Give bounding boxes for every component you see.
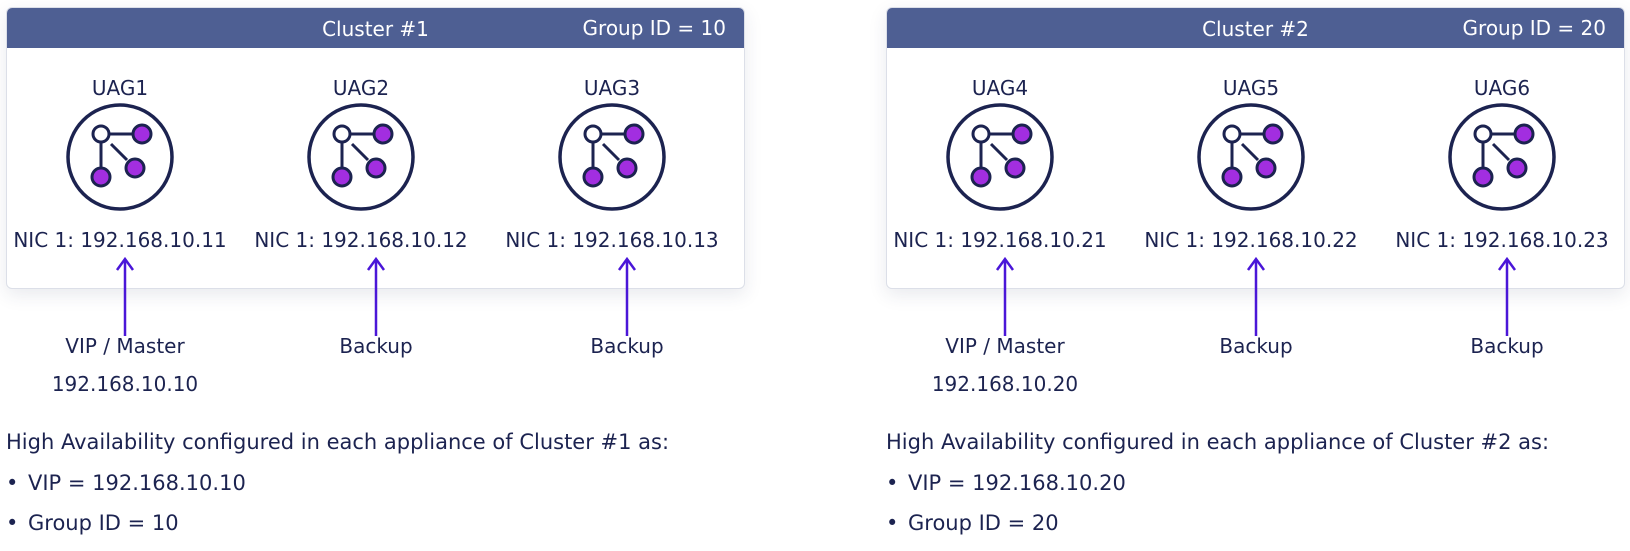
bullet-dot-icon: • [6, 471, 19, 495]
node-uag5: UAG5 NIC 1: 192.168.10.22 [1131, 40, 1371, 270]
node-uag2: UAG2 NIC 1: 192.168.10.12 [241, 40, 481, 270]
node-name: UAG5 [1222, 76, 1280, 100]
arrow-up-icon [115, 256, 135, 336]
cluster-2-title: Cluster #2 [1202, 17, 1309, 41]
cluster-2-header: Cluster #2 Group ID = 20 [887, 8, 1624, 48]
ha-bullet-text: VIP = 192.168.10.20 [908, 471, 1126, 495]
arrow-up-icon [1246, 256, 1266, 336]
node-nic-address: NIC 1: 192.168.10.11 [13, 228, 227, 252]
node-role-label: VIP / Master [945, 334, 1065, 358]
node-name: UAG4 [971, 76, 1029, 100]
vip-address: 192.168.10.10 [51, 372, 199, 396]
cluster-2-section: Cluster #2 Group ID = 20 UAG4 NIC 1: 192… [880, 0, 1630, 551]
node-role-label: VIP / Master [65, 334, 185, 358]
node-nic-address: NIC 1: 192.168.10.13 [505, 228, 719, 252]
node-nic-address: NIC 1: 192.168.10.12 [254, 228, 468, 252]
cluster-node-icon [1448, 103, 1556, 211]
node-nic-address: NIC 1: 192.168.10.21 [893, 228, 1107, 252]
ha-bullet-item: • VIP = 192.168.10.10 [6, 471, 246, 495]
node-name: UAG6 [1473, 76, 1531, 100]
cluster-node-icon [66, 103, 174, 211]
ha-bullet-text: VIP = 192.168.10.10 [28, 471, 246, 495]
bullet-dot-icon: • [6, 511, 19, 535]
cluster-1-title: Cluster #1 [322, 17, 429, 41]
arrow-up-icon [995, 256, 1015, 336]
cluster-node-icon [946, 103, 1054, 211]
node-uag3: UAG3 NIC 1: 192.168.10.13 [492, 40, 732, 270]
cluster-1-section: Cluster #1 Group ID = 10 UAG1 NIC 1: 192… [0, 0, 760, 551]
node-uag1: UAG1 NIC 1: 192.168.10.11 [0, 40, 240, 270]
node-uag6: UAG6 NIC 1: 192.168.10.23 [1382, 40, 1622, 270]
node-role-label: Backup [339, 334, 413, 358]
cluster-1-header: Cluster #1 Group ID = 10 [7, 8, 744, 48]
node-nic-address: NIC 1: 192.168.10.23 [1395, 228, 1609, 252]
cluster-1-group-id: Group ID = 10 [582, 16, 726, 40]
node-role-label: Backup [590, 334, 664, 358]
ha-bullet-item: • VIP = 192.168.10.20 [886, 471, 1126, 495]
node-nic-address: NIC 1: 192.168.10.22 [1144, 228, 1358, 252]
node-name: UAG3 [583, 76, 641, 100]
bullet-dot-icon: • [886, 511, 899, 535]
ha-bullet-text: Group ID = 20 [908, 511, 1059, 535]
node-role-label: Backup [1470, 334, 1544, 358]
ha-bullet-text: Group ID = 10 [28, 511, 179, 535]
arrow-up-icon [1497, 256, 1517, 336]
cluster-node-icon [1197, 103, 1305, 211]
node-name: UAG1 [91, 76, 149, 100]
bullet-dot-icon: • [886, 471, 899, 495]
cluster-2-group-id: Group ID = 20 [1462, 16, 1606, 40]
vip-address: 192.168.10.20 [931, 372, 1079, 396]
node-uag4: UAG4 NIC 1: 192.168.10.21 [880, 40, 1120, 270]
ha-summary-title: High Availability configured in each app… [6, 430, 670, 454]
ha-bullet-item: • Group ID = 10 [6, 511, 179, 535]
node-role-label: Backup [1219, 334, 1293, 358]
cluster-node-icon [558, 103, 666, 211]
node-name: UAG2 [332, 76, 390, 100]
ha-summary-title: High Availability configured in each app… [886, 430, 1550, 454]
ha-bullet-item: • Group ID = 20 [886, 511, 1059, 535]
cluster-node-icon [307, 103, 415, 211]
arrow-up-icon [617, 256, 637, 336]
arrow-up-icon [366, 256, 386, 336]
